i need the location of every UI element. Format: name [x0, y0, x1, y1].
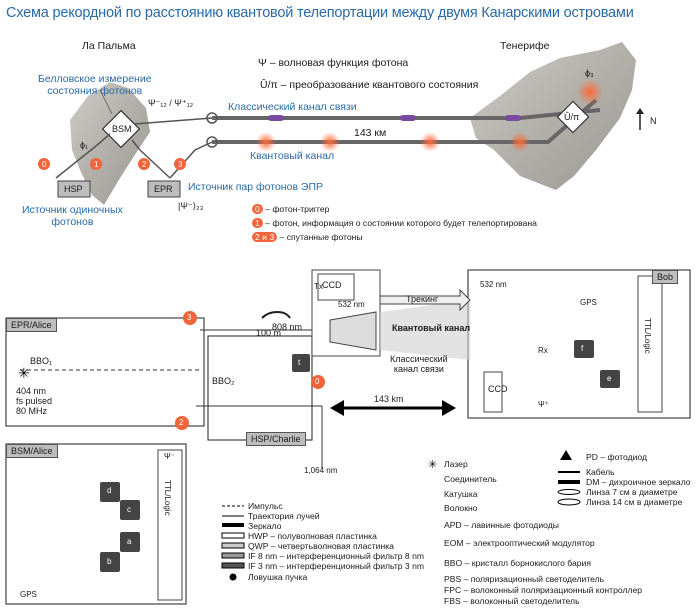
- quantum-bottom-label: Квантовый канал: [392, 323, 471, 333]
- phi1-label: ϕ₁: [80, 140, 89, 150]
- photon-legend-0-text: – фотон-триггер: [265, 204, 330, 214]
- phi3-label: ϕ₃: [585, 68, 594, 78]
- classical-channel-label: Классический канал связи: [228, 101, 357, 113]
- m100-label: 100 m: [256, 328, 282, 338]
- legend-right-4: Линза 14 см в диаметре: [586, 497, 683, 507]
- photon-markers-top: [38, 158, 186, 170]
- legend-left-1: Траектория лучей: [248, 511, 320, 521]
- legend-mid-0: Лазер: [444, 459, 468, 469]
- det-c: c: [127, 505, 131, 514]
- det-t: t: [298, 358, 301, 367]
- legend-left-0: Импульс: [248, 501, 283, 511]
- legend-transform: Û/π – преобразование квантового состояни…: [260, 79, 479, 91]
- unitary-label: Û/π: [564, 112, 580, 122]
- km143-label: 143 km: [374, 394, 404, 404]
- legend-psi: Ψ – волновая функция фотона: [258, 57, 409, 69]
- ttl-bob-label: TTL/Logic: [643, 318, 652, 354]
- page-title: Схема рекордной по расстоянию квантовой …: [6, 5, 634, 21]
- epr-box-label: EPR: [154, 184, 173, 194]
- legend-left-4: QWP – четвертьволновая пластинка: [248, 541, 394, 551]
- gps-alice-label: GPS: [20, 590, 37, 599]
- legend-left-3: HWP – полуволновая пластинка: [248, 531, 377, 541]
- photon-num-0: 0: [42, 160, 47, 169]
- legend-left-2: Зеркало: [248, 521, 282, 531]
- det-d: d: [107, 486, 112, 495]
- det-b: b: [107, 557, 112, 566]
- photon-legend-0-num: 0: [252, 204, 263, 214]
- psi-state-label: Ψ⁻₁₂ / Ψ⁺₁₂: [148, 98, 194, 108]
- hsp-charlie-label: HSP/Charlie: [246, 432, 306, 446]
- det-f: f: [581, 344, 584, 353]
- svg-text:✳: ✳: [428, 459, 437, 471]
- legend-mid-2: Катушка: [444, 489, 478, 499]
- ccd-bob-label: CCD: [488, 384, 508, 394]
- photon-mark-0: 0: [315, 377, 320, 386]
- legend-mid-7: PBS – поляризационный светоделитель: [444, 574, 605, 584]
- nm532a-label: 532 nm: [338, 300, 365, 309]
- gps-bob-label: GPS: [580, 298, 597, 307]
- ttl-alice-label: TTL/Logic: [163, 480, 172, 516]
- bbo2-label: BBO₂: [212, 376, 235, 386]
- classical-bottom-label: Классический канал связи: [390, 354, 448, 374]
- legend-mid-9: FBS – волоконный светоделитель: [444, 596, 580, 606]
- legend-mid-6: BBO – кристалл борнокислого бария: [444, 558, 591, 568]
- photon-num-1: 1: [94, 160, 99, 169]
- legend-right-2: DM – дихроичное зеркало: [586, 477, 691, 487]
- photon-mark-2: 2: [179, 418, 184, 427]
- compass-n-label: N: [650, 116, 657, 126]
- tracking-label: Трекинг: [406, 294, 439, 304]
- la-palma-label: Ла Пальма: [82, 40, 136, 52]
- photon-legend-2-text: – спутанные фотоны: [279, 232, 363, 242]
- photon-num-3: 3: [178, 160, 183, 169]
- bsm-label: BSM: [112, 124, 132, 134]
- legend-right-3: Линза 7 см в диаметре: [586, 487, 678, 497]
- hsp-box-label: HSP: [64, 184, 83, 194]
- nm1064-label: 1,064 nm: [304, 466, 338, 475]
- rx-label: Rx: [538, 346, 548, 355]
- photon-mark-3: 3: [187, 313, 192, 322]
- tx-label: Tx: [314, 282, 323, 291]
- photon-legend-2-num: 2 и 3: [252, 232, 278, 242]
- psi-minus-label: Ψ⁻: [164, 452, 175, 461]
- photon-legend-1-text: – фотон, информация о состоянии которого…: [265, 218, 537, 228]
- legend-mid-1: Соединитель: [444, 474, 497, 484]
- legend-left-6: IF 3 nm – интерференционный фильтр 3 nm: [248, 561, 425, 571]
- bsm-alice-label: BSM/Alice: [6, 444, 58, 458]
- map-illustration: [38, 42, 644, 205]
- legend-right-0: PD – фотодиод: [586, 452, 648, 462]
- svg-text:✳: ✳: [18, 365, 30, 381]
- det-a: a: [127, 537, 132, 546]
- quantum-channel-label: Квантовый канал: [250, 150, 335, 162]
- photon-num-2: 2: [142, 160, 147, 169]
- nm808-label: 808 nm: [272, 322, 303, 332]
- legend-mid-8: FPC – волоконный поляризационный контрол…: [444, 585, 643, 595]
- bob-label: Bob: [652, 270, 679, 284]
- bbo1-label: BBO₁: [30, 356, 53, 366]
- epr-state-label: |Ψ⁻⟩₂₃: [178, 201, 204, 211]
- distance-label: 143 км: [354, 127, 387, 139]
- legend-mid-3: Волокно: [444, 503, 478, 513]
- nm532b-label: 532 nm: [480, 280, 507, 289]
- psi-plus-label: Ψ⁺: [538, 400, 549, 409]
- legend-mid-5: EOM – электрооптический модулятор: [444, 538, 595, 548]
- legend-left-7: Ловушка пучка: [248, 572, 308, 582]
- bell-measurement-label: Белловское измерение состояния фотонов: [38, 73, 152, 97]
- single-photon-source-label: Источник одиночных фотонов: [22, 204, 123, 228]
- ccd-tx-label: CCD: [322, 280, 342, 290]
- legend-right-1: Кабель: [586, 467, 615, 477]
- la-palma-island: [70, 82, 150, 205]
- legend-left-5: IF 8 nm – интерференционный фильтр 8 nm: [248, 551, 425, 561]
- photon-legend-1-num: 1: [252, 218, 263, 228]
- setup-schematic: ✳ ✳: [5, 269, 691, 605]
- epr-alice-label: EPR/Alice: [6, 318, 57, 332]
- laser-spec-label: 404 nm fs pulsed 80 MHz: [16, 386, 53, 416]
- legend-mid-4: APD – лавинные фотодиоды: [444, 520, 559, 530]
- tenerife-label: Тенерифе: [500, 40, 550, 52]
- epr-source-label: Источник пар фотонов ЭПР: [188, 181, 324, 193]
- det-e: e: [607, 374, 612, 383]
